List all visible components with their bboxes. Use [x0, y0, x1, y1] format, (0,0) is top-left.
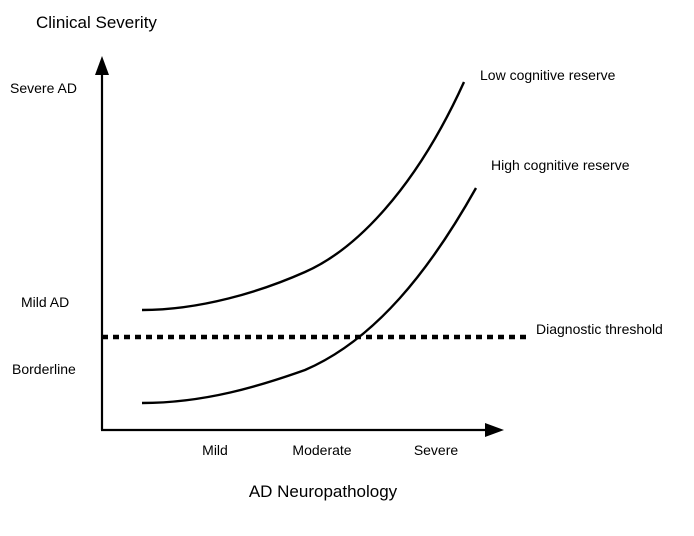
x-axis-title: AD Neuropathology — [249, 482, 398, 501]
y-level-borderline: Borderline — [12, 361, 76, 377]
low-reserve-label: Low cognitive reserve — [480, 67, 616, 83]
threshold-label: Diagnostic threshold — [536, 321, 663, 337]
y-axis-arrow — [95, 56, 109, 75]
low-reserve-curve — [141, 81, 466, 312]
y-axis-title: Clinical Severity — [36, 13, 157, 32]
x-level-moderate: Moderate — [292, 442, 351, 458]
x-level-severe: Severe — [414, 442, 459, 458]
x-level-mild: Mild — [202, 442, 228, 458]
high-reserve-curve — [141, 187, 478, 405]
high-reserve-label: High cognitive reserve — [491, 157, 630, 173]
y-level-severe-ad: Severe AD — [10, 80, 77, 96]
x-axis-arrow — [485, 423, 504, 437]
y-level-mild-ad: Mild AD — [21, 294, 69, 310]
